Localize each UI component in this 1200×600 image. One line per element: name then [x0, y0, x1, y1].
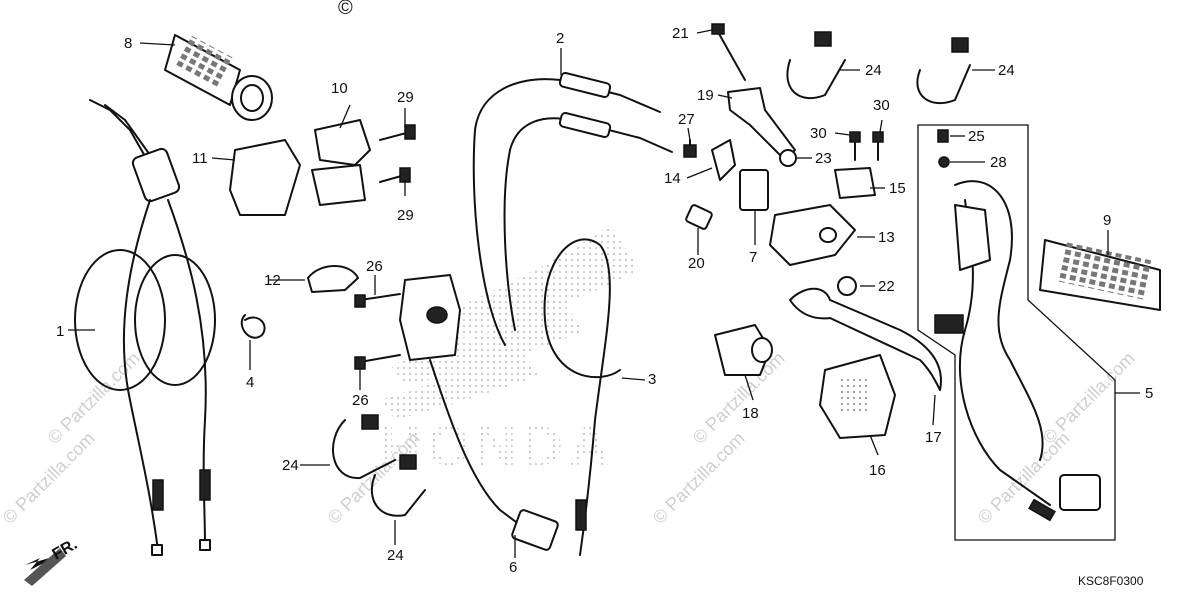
diagram-code: KSC8F0300	[1078, 574, 1144, 588]
callout-7: 7	[749, 249, 757, 266]
callout-29-upper: 29	[397, 89, 414, 106]
callout-14: 14	[664, 170, 681, 187]
part-harness-bracket-outline	[917, 124, 1116, 541]
part-bands-24-upper[interactable]	[786, 31, 971, 105]
part-master-cylinder[interactable]	[819, 354, 896, 439]
callout-25: 25	[968, 128, 985, 145]
part-screws-26[interactable]	[354, 293, 401, 370]
part-throttle-housing-upper[interactable]	[311, 119, 371, 206]
part-throttle-cables[interactable]	[74, 99, 216, 556]
callout-10: 10	[331, 80, 348, 97]
callout-24-lower-left: 24	[282, 457, 299, 474]
part-throttle-housing-lower[interactable]	[229, 139, 301, 216]
part-nut-22[interactable]	[837, 276, 857, 296]
callout-11: 11	[192, 150, 208, 167]
callout-26-upper: 26	[366, 258, 383, 275]
honda-brand-text: HONDA	[380, 414, 615, 477]
part-clutch-cable[interactable]	[543, 238, 621, 556]
callout-18: 18	[742, 405, 759, 422]
part-screw-25[interactable]	[937, 129, 949, 143]
callout-labels: 8 10 11 29 29 12 26 26 1 4 24 24 6 2 3 2…	[56, 25, 1153, 576]
callout-16: 16	[869, 462, 886, 479]
watermark-6: © Partzilla.com	[974, 428, 1074, 528]
part-wiring-harness[interactable]	[934, 180, 1101, 522]
callout-23: 23	[815, 150, 832, 167]
callout-28: 28	[990, 154, 1007, 171]
watermark-1: © Partzilla.com	[0, 428, 99, 528]
part-hot-start-lever[interactable]	[711, 23, 797, 167]
part-left-grip[interactable]	[1039, 239, 1161, 311]
callout-9: 9	[1103, 212, 1111, 229]
callout-24-upper-right: 24	[998, 62, 1015, 79]
callout-6: 6	[509, 559, 517, 576]
part-bracket-14[interactable]	[683, 139, 736, 181]
callout-5: 5	[1145, 385, 1153, 402]
part-bands-24-lower[interactable]	[332, 414, 426, 517]
part-washer-28[interactable]	[938, 156, 950, 168]
part-clutch-lever[interactable]	[789, 287, 942, 391]
callout-21: 21	[672, 25, 689, 42]
part-switch-18[interactable]	[714, 324, 773, 376]
callout-26-lower: 26	[352, 392, 369, 409]
callout-12: 12	[264, 272, 281, 289]
callout-2: 2	[556, 30, 564, 47]
callout-15: 15	[889, 180, 906, 197]
part-throttle-grip[interactable]	[164, 34, 273, 121]
part-switch-7[interactable]	[739, 169, 769, 211]
copyright-mark: ©	[338, 0, 353, 19]
callout-19: 19	[697, 87, 714, 104]
callout-30-left: 30	[810, 125, 827, 142]
watermark-7: © Partzilla.com	[1039, 348, 1139, 448]
part-cable-2[interactable]	[472, 72, 673, 346]
callout-24-lower-right: 24	[387, 547, 404, 564]
callout-27: 27	[678, 111, 695, 128]
callout-30-right: 30	[873, 97, 890, 114]
part-bolts-29[interactable]	[379, 124, 416, 183]
callout-1: 1	[56, 323, 64, 340]
callout-29-lower: 29	[397, 207, 414, 224]
front-direction-indicator: FR.	[24, 536, 80, 586]
part-cable-clip[interactable]	[240, 314, 266, 339]
part-switch-cover[interactable]	[307, 265, 359, 293]
part-fitting-20[interactable]	[685, 204, 713, 230]
callout-24-upper-left: 24	[865, 62, 882, 79]
callout-13: 13	[878, 229, 895, 246]
leader-lines	[68, 29, 1140, 558]
part-engine-stop-switch[interactable]	[399, 274, 559, 551]
callout-8: 8	[124, 35, 132, 52]
part-holder-15[interactable]	[834, 131, 884, 199]
callout-3: 3	[648, 371, 656, 388]
callout-20: 20	[688, 255, 705, 272]
callout-4: 4	[246, 374, 254, 391]
callout-22: 22	[878, 278, 895, 295]
callout-17: 17	[925, 429, 942, 446]
part-lever-bracket[interactable]	[769, 204, 856, 266]
